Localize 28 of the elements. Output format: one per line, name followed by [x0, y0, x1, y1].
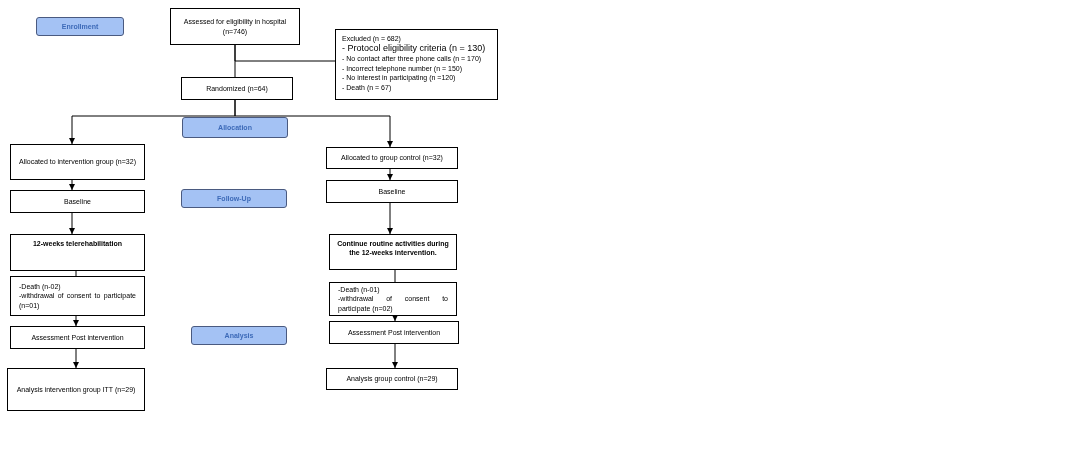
process-box — [10, 326, 145, 349]
box-text: - Protocol eligibility criteria (n = 130) — [342, 43, 486, 55]
arrow — [392, 343, 398, 369]
process-box — [10, 234, 145, 271]
process-box — [7, 368, 145, 411]
exclusion-box — [335, 29, 498, 100]
process-box — [326, 180, 458, 203]
process-box — [10, 190, 145, 213]
arrow — [387, 202, 393, 235]
exclusion-box — [329, 282, 457, 316]
process-box — [326, 147, 458, 169]
process-box — [170, 8, 300, 45]
connector-line — [394, 269, 396, 283]
arrow — [392, 315, 398, 322]
process-box — [329, 234, 457, 270]
arrow — [73, 315, 79, 327]
process-box — [326, 368, 458, 390]
arrow — [69, 212, 75, 235]
process-box — [329, 321, 459, 344]
connector-line — [234, 44, 336, 62]
arrow — [387, 168, 393, 181]
arrow — [234, 99, 393, 148]
arrow — [69, 179, 75, 191]
exclusion-box — [10, 276, 145, 316]
arrow — [73, 348, 79, 369]
connector-line — [75, 270, 77, 277]
process-box — [181, 77, 293, 100]
process-box — [10, 144, 145, 180]
